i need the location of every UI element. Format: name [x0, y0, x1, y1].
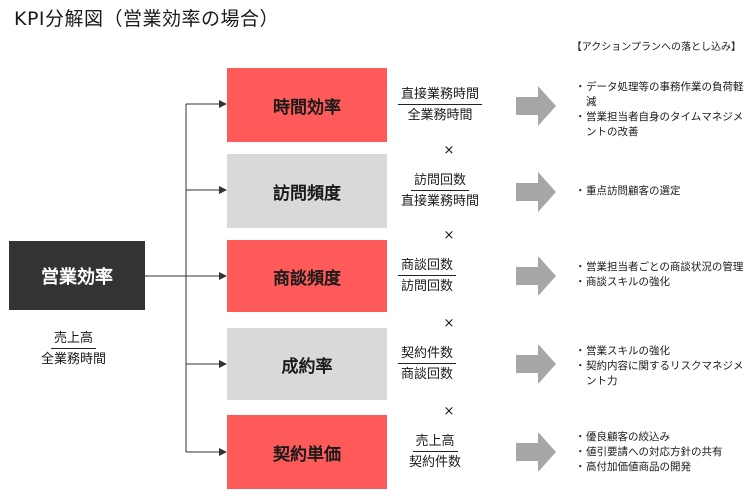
factor-box-time-efficiency: 時間効率 — [227, 68, 387, 142]
action-item: 営業スキルの強化 — [575, 344, 747, 359]
action-item: 優良顧客の絞込み — [575, 430, 747, 445]
factor-label: 成約率 — [281, 356, 333, 377]
right-arrow-icon — [516, 172, 556, 212]
factor-box-close-rate: 成約率 — [227, 328, 387, 400]
factor-formula-meeting-frequency: 商談回数 訪問回数 — [398, 257, 457, 296]
multiply-operator: × — [443, 143, 455, 158]
action-list-unit-price: 優良顧客の絞込み 値引要請への対応方針の共有 高付加価値商品の開発 — [575, 430, 747, 475]
factor-box-meeting-frequency: 商談頻度 — [227, 240, 387, 312]
action-item: データ処理等の事務作業の負荷軽減 — [575, 80, 747, 110]
multiply-operator: × — [443, 316, 455, 331]
action-list-time-efficiency: データ処理等の事務作業の負荷軽減 営業担当者自身のタイムマネジメントの改善 — [575, 80, 747, 140]
formula-numerator: 訪問回数 — [411, 172, 470, 191]
action-item: 契約内容に関するリスクマネジメント力 — [575, 359, 747, 389]
right-arrow-icon — [516, 256, 556, 296]
main-formula-numerator: 売上高 — [51, 330, 97, 349]
formula-denominator: 訪問回数 — [401, 279, 454, 294]
main-formula-denominator: 全業務時間 — [41, 352, 107, 367]
formula-numerator: 契約件数 — [398, 345, 457, 364]
factor-box-visit-frequency: 訪問頻度 — [227, 154, 387, 228]
factor-formula-time-efficiency: 直接業務時間 全業務時間 — [398, 86, 483, 125]
action-item: 重点訪問顧客の選定 — [575, 184, 747, 199]
factor-label: 商談頻度 — [273, 268, 341, 289]
formula-denominator: 契約件数 — [409, 455, 462, 470]
action-item: 値引要請への対応方針の共有 — [575, 445, 747, 460]
page-title: KPI分解図（営業効率の場合） — [14, 8, 280, 30]
action-list-meeting-frequency: 営業担当者ごとの商談状況の管理 商談スキルの強化 — [575, 260, 747, 290]
main-kpi-label: 営業効率 — [41, 266, 113, 288]
factor-label: 契約単価 — [273, 444, 341, 465]
right-arrow-icon — [516, 344, 556, 384]
action-item: 商談スキルの強化 — [575, 275, 747, 290]
multiply-operator: × — [443, 228, 455, 243]
main-kpi-formula: 売上高 全業務時間 — [38, 330, 109, 369]
action-plan-heading: 【アクションプランへの落とし込み】 — [571, 42, 741, 53]
factor-label: 訪問頻度 — [273, 183, 341, 204]
factor-formula-close-rate: 契約件数 商談回数 — [398, 345, 457, 384]
factor-formula-unit-price: 売上高 契約件数 — [406, 433, 464, 472]
action-item: 営業担当者自身のタイムマネジメントの改善 — [575, 110, 747, 140]
factor-label: 時間効率 — [273, 97, 341, 118]
action-item: 営業担当者ごとの商談状況の管理 — [575, 260, 747, 275]
main-kpi-box: 営業効率 — [9, 241, 145, 310]
action-list-visit-frequency: 重点訪問顧客の選定 — [575, 184, 747, 199]
right-arrow-icon — [516, 86, 556, 126]
formula-denominator: 商談回数 — [401, 367, 454, 382]
formula-numerator: 売上高 — [412, 433, 458, 452]
formula-numerator: 直接業務時間 — [398, 86, 483, 105]
right-arrow-icon — [516, 432, 556, 472]
formula-numerator: 商談回数 — [398, 257, 457, 276]
formula-denominator: 直接業務時間 — [401, 194, 480, 209]
factor-formula-visit-frequency: 訪問回数 直接業務時間 — [398, 172, 482, 211]
formula-denominator: 全業務時間 — [407, 108, 473, 123]
factor-box-unit-price: 契約単価 — [227, 415, 387, 489]
action-list-close-rate: 営業スキルの強化 契約内容に関するリスクマネジメント力 — [575, 344, 747, 389]
multiply-operator: × — [443, 404, 455, 419]
action-item: 高付加価値商品の開発 — [575, 460, 747, 475]
